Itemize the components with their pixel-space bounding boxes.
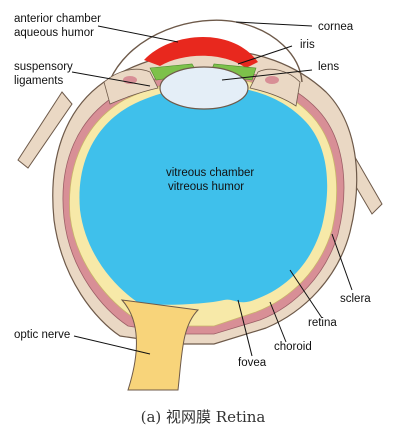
label-fovea: fovea (238, 357, 267, 369)
optic-nerve (120, 299, 200, 391)
cornea (109, 19, 303, 83)
label-anterior-chamber: anterior chamber (14, 13, 101, 25)
label-iris: iris (300, 39, 315, 51)
leader-retina (289, 269, 323, 319)
leader-anterior-chamber (97, 25, 179, 43)
label-cornea: cornea (318, 21, 354, 33)
ciliary-body-left (103, 68, 159, 105)
leader-choroid (269, 301, 287, 343)
label-vitreous-chamber: vitreous chamber (166, 167, 254, 179)
anterior-chamber (144, 36, 258, 68)
leader-optic-nerve (73, 335, 151, 355)
leader-cornea (235, 21, 313, 27)
label-vitreous-humor: vitreous humor (168, 181, 244, 193)
label-ligaments: ligaments (14, 75, 63, 87)
label-optic-nerve: optic nerve (14, 329, 70, 341)
label-aqueous-humor: aqueous humor (14, 27, 94, 39)
label-retina: retina (308, 317, 337, 329)
leader-lens (221, 69, 313, 81)
ciliary-process-right (265, 76, 279, 84)
leader-fovea (237, 299, 253, 357)
label-sclera: sclera (340, 293, 371, 305)
eye-muscle-left (17, 91, 73, 169)
figure-caption: (a) 视网膜 Retina (140, 408, 266, 426)
leader-iris (237, 45, 293, 65)
label-lens: lens (318, 61, 339, 73)
label-suspensory: suspensory (14, 61, 73, 73)
label-choroid: choroid (274, 341, 312, 353)
leader-sclera (331, 233, 353, 291)
lens (159, 66, 249, 110)
eye-cross-section: anterior chamber aqueous humor cornea ir… (14, 13, 383, 391)
vitreous-chamber (79, 86, 328, 305)
leader-suspensory (71, 71, 151, 87)
